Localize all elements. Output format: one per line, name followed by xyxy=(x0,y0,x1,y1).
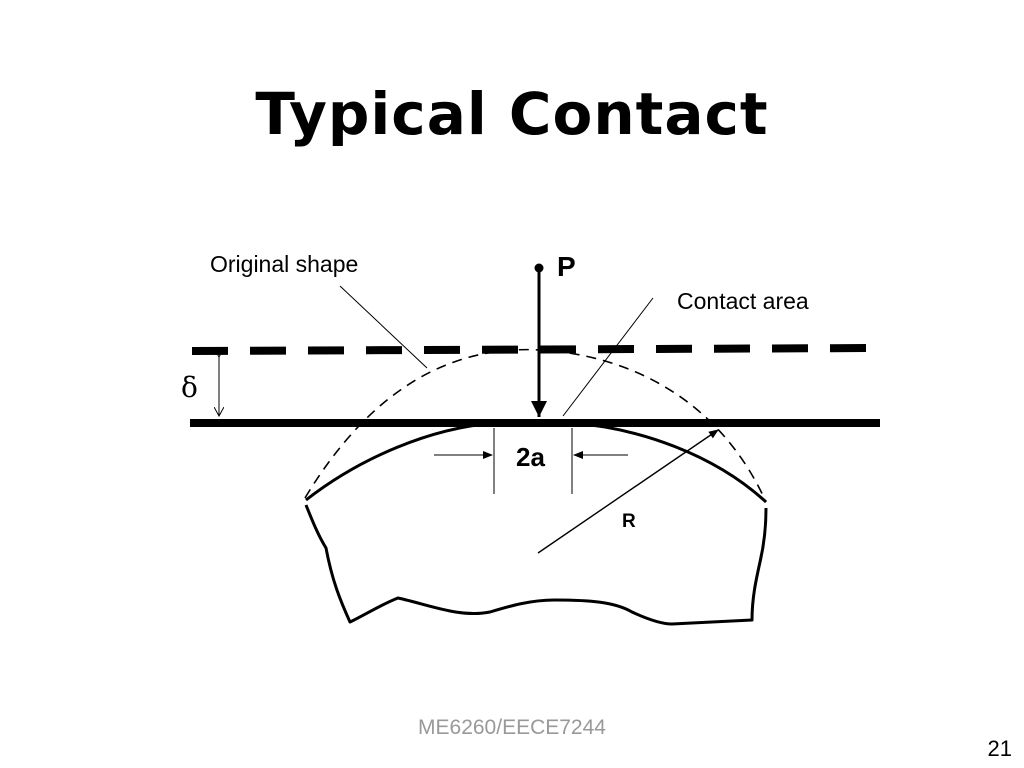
original-plane-dashed-line xyxy=(191,344,877,355)
radius-arrow xyxy=(537,429,719,554)
contact-area-label: Contact area xyxy=(677,288,809,314)
original-shape-label: Original shape xyxy=(210,251,358,277)
slide-title: Typical Contact xyxy=(255,80,769,148)
deflection-label: δ xyxy=(181,371,198,404)
contact-area-leader-line xyxy=(562,297,654,417)
body-outline xyxy=(304,504,768,626)
page-number: 21 xyxy=(987,736,1012,761)
deformed-shape-arc xyxy=(305,421,768,504)
original-shape-leader-line xyxy=(339,285,428,369)
radius-label: R xyxy=(622,511,636,532)
course-code-footer: ME6260/EECE7244 xyxy=(418,716,606,739)
contact-width-label: 2a xyxy=(516,442,545,472)
load-label: P xyxy=(557,251,576,282)
